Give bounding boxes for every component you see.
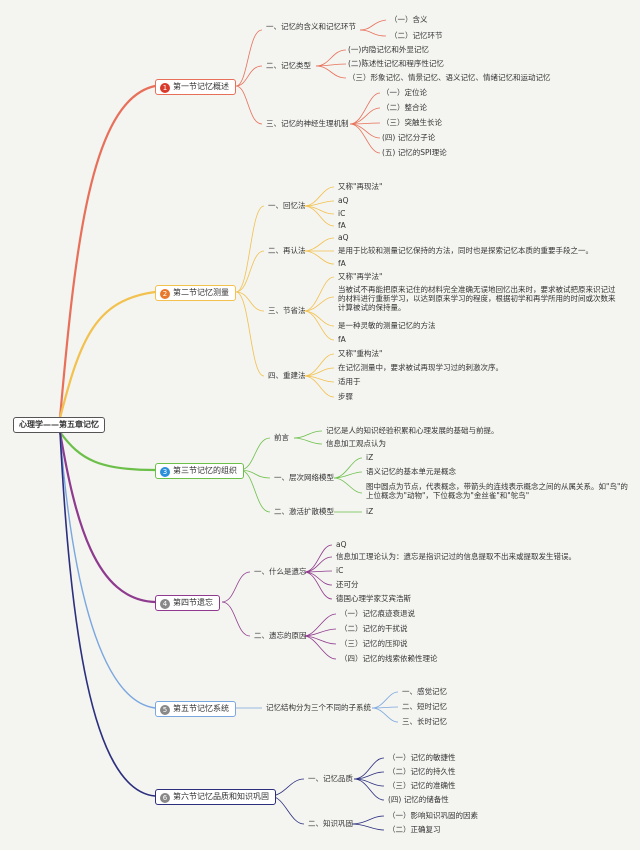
root-node[interactable]: 心理学——第五章记忆 [13,417,105,433]
branch-node[interactable]: 一、层次网络模型 [274,473,334,482]
leaf-node[interactable]: （三）记忆的准确性 [388,781,456,790]
branch-node[interactable]: 四、重建法 [268,371,306,380]
leaf-node[interactable]: 一、感觉记忆 [402,687,447,696]
leaf-node[interactable]: iC [336,566,344,575]
link-root-s1 [58,84,157,420]
section-title: 第一节记忆概述 [173,82,229,91]
leaf-node[interactable]: iC [338,209,346,218]
leaf-node[interactable]: fA [338,335,346,344]
leaf-node[interactable]: (五) 记忆的SPI理论 [382,148,447,157]
leaf-node[interactable]: 德国心理学家艾宾浩斯 [336,594,411,603]
leaf-node[interactable]: (四) 记忆分子论 [382,133,436,142]
branch-node[interactable]: 记忆结构分为三个不同的子系统 [266,703,371,712]
branch-node[interactable]: 二、再认法 [268,246,306,255]
number-badge: 4 [160,599,170,609]
leaf-node[interactable]: aQ [338,233,349,242]
section-title: 第六节记忆品质和知识巩固 [173,792,269,801]
leaf-node[interactable]: （一）记忆痕迹衰退说 [340,609,415,618]
number-badge: 1 [160,83,170,93]
number-badge: 5 [160,705,170,715]
number-badge: 2 [160,289,170,299]
leaf-node[interactable]: （二）正确复习 [388,825,441,834]
leaf-node[interactable]: 在记忆测量中，要求被试再现学习过的刺激次序。 [338,363,503,372]
leaf-node[interactable]: 二、短时记忆 [402,702,447,711]
leaf-node[interactable]: aQ [338,196,349,205]
leaf-node[interactable]: 三、长时记忆 [402,717,447,726]
leaf-node[interactable]: （三）突触生长论 [382,118,442,127]
leaf-node[interactable]: （二）整合论 [382,103,427,112]
leaf-node[interactable]: （一）影响知识巩固的因素 [388,811,478,820]
branch-node[interactable]: 二、知识巩固 [308,819,353,828]
leaf-node[interactable]: (二)陈述性记忆和程序性记忆 [348,59,444,68]
leaf-node[interactable]: 记忆是人的知识经验积累和心理发展的基础与前提。 [326,426,499,435]
branch-node[interactable]: 前言 [274,433,289,442]
branch-node[interactable]: 一、记忆品质 [308,774,353,783]
leaf-node[interactable]: 是用于比较和测量记忆保持的方法，同时也是探索记忆本质的重要手段之一。 [338,246,593,255]
branch-node[interactable]: 一、记忆的含义和记忆环节 [266,22,356,31]
section-title: 第三节记忆的组织 [173,466,237,475]
leaf-node[interactable]: 又称"重构法" [338,349,383,358]
section-title: 第二节记忆测量 [173,288,229,297]
leaf-node[interactable]: 图中圆点为节点，代表概念，带箭头的连线表示概念之间的从属关系。如"鸟"的上位概念… [366,482,628,500]
leaf-node[interactable]: 适用于 [338,377,361,386]
leaf-node[interactable]: （二）记忆的持久性 [388,767,456,776]
leaf-node[interactable]: （一）定位论 [382,88,427,97]
link-root-s2 [58,290,157,420]
leaf-node[interactable]: 语义记忆的基本单元是概念 [366,467,456,476]
branch-node[interactable]: 二、遗忘的原因 [254,631,307,640]
leaf-node[interactable]: （四）记忆的线索依赖性理论 [340,654,438,663]
leaf-node[interactable]: 当被试不再能把原来记住的材料完全准确无误地回忆出来时，要求被试把原来识记过的材料… [338,285,616,312]
leaf-node[interactable]: 信息加工理论认为：遗忘是指识记过的信息提取不出来或提取发生错误。 [336,552,576,561]
leaf-node[interactable]: （三）记忆的压抑说 [340,639,408,648]
leaf-node[interactable]: 是一种灵敏的测量记忆的方法 [338,321,436,330]
branch-node[interactable]: 三、记忆的神经生理机制 [266,119,349,128]
leaf-node[interactable]: aQ [336,540,347,549]
link-root-s3 [58,430,157,472]
link-root-s6 [59,431,156,797]
leaf-node[interactable]: 还可分 [336,580,359,589]
link-root-s4 [58,430,157,604]
leaf-node[interactable]: （三）形象记忆、情景记忆、语义记忆、情绪记忆和运动记忆 [348,73,551,82]
leaf-node[interactable]: iZ [366,453,374,462]
leaf-node[interactable]: 又称"再现法" [338,182,383,191]
branch-node[interactable]: 二、记忆类型 [266,61,311,70]
section-title: 第五节记忆系统 [173,704,229,713]
leaf-node[interactable]: (四) 记忆的储备性 [388,795,449,804]
leaf-node[interactable]: （一）记忆的敏捷性 [388,753,456,762]
branch-node[interactable]: 二、激活扩散模型 [274,507,334,516]
leaf-node[interactable]: fA [338,259,346,268]
leaf-node[interactable]: 又称"再学法" [338,272,383,281]
leaf-node[interactable]: （二）记忆的干扰说 [340,624,408,633]
leaf-node[interactable]: iZ [366,507,374,516]
leaf-node[interactable]: （一）含义 [390,15,428,24]
leaf-node[interactable]: (一)内隐记忆和外显记忆 [348,45,429,54]
leaf-node[interactable]: 信息加工观点认为 [326,439,386,448]
leaf-node[interactable]: （二）记忆环节 [390,31,443,40]
leaf-node[interactable]: fA [338,221,346,230]
branch-node[interactable]: 一、什么是遗忘 [254,567,307,576]
link-root-s5 [59,431,156,709]
branch-node[interactable]: 一、回忆法 [268,201,306,210]
number-badge: 3 [160,467,170,477]
leaf-node[interactable]: 步骤 [338,392,353,401]
number-badge: 6 [160,793,170,803]
section-title: 第四节遗忘 [173,598,213,607]
branch-node[interactable]: 三、节省法 [268,306,306,315]
